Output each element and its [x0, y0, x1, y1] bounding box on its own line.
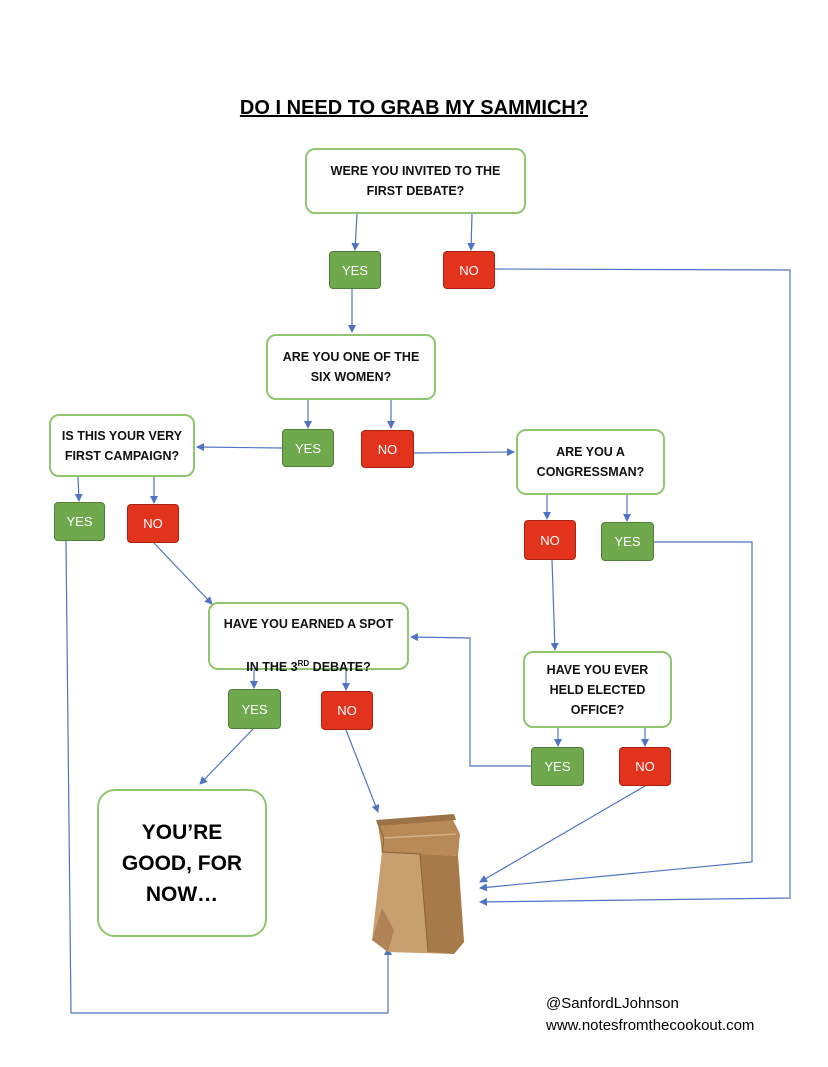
question-first-campaign: IS THIS YOUR VERY FIRST CAMPAIGN?	[49, 414, 195, 477]
arrow-yes2-q3	[196, 443, 283, 452]
yes-box-q5: YES	[228, 689, 281, 729]
question-held-office-text: HAVE YOU EVER HELD ELECTED OFFICE?	[546, 662, 649, 717]
question-third-debate-text: HAVE YOU EARNED A SPOT IN THE 3RD DEBATE…	[224, 594, 393, 677]
question-third-debate-line1: HAVE YOU EARNED A SPOT	[223, 617, 394, 632]
no-box-q5: NO	[321, 691, 373, 730]
arrow-q1-no	[467, 213, 476, 251]
arrow-no5-bag	[345, 729, 380, 813]
outcome-good-for-now: YOU’RE GOOD, FOR NOW…	[97, 789, 267, 937]
no-box-q2: NO	[361, 430, 414, 468]
yes-box-q4: YES	[601, 522, 654, 561]
credits-website: www.notesfromthecookout.com	[546, 1017, 755, 1034]
arrow-no6-bag	[479, 785, 646, 883]
question-third-debate-line2-pre: IN THE 3	[246, 660, 298, 675]
arrow-yes3-bag	[65, 540, 392, 1014]
flowchart-title: DO I NEED TO GRAB MY SAMMICH?	[239, 97, 589, 119]
outcome-text: YOU’RE GOOD, FOR NOW…	[121, 820, 243, 906]
arrow-q1-yes	[351, 213, 360, 251]
question-invited-first-debate-text: WERE YOU INVITED TO THE FIRST DEBATE?	[330, 164, 501, 198]
question-congressman: ARE YOU A CONGRESSMAN?	[516, 429, 665, 495]
question-held-office: HAVE YOU EVER HELD ELECTED OFFICE?	[523, 651, 672, 728]
credits-handle: @SanfordLJohnson	[546, 995, 679, 1012]
arrow-no4-q6	[550, 559, 559, 651]
question-six-women: ARE YOU ONE OF THE SIX WOMEN?	[266, 334, 436, 400]
yes-box-q3: YES	[54, 502, 105, 541]
question-first-campaign-text: IS THIS YOUR VERY FIRST CAMPAIGN?	[61, 428, 183, 463]
yes-box-q2: YES	[282, 429, 334, 467]
credits: @SanfordLJohnson www.notesfromthecookout…	[546, 993, 754, 1037]
arrow-q3-yes	[74, 476, 83, 502]
question-third-debate-line2-post: DEBATE?	[309, 660, 371, 675]
no-box-q6: NO	[619, 747, 671, 786]
arrow-yes5-outcome	[199, 728, 254, 785]
arrow-no1-bag	[479, 268, 791, 906]
no-box-q1: NO	[443, 251, 495, 289]
yes-box-q6: YES	[531, 747, 584, 786]
arrow-no3-q5	[153, 542, 213, 605]
arrow-no2-q4	[413, 448, 515, 457]
yes-box-q1: YES	[329, 251, 381, 289]
no-box-q4: NO	[524, 520, 576, 560]
arrow-yes6-q5	[410, 633, 531, 767]
arrow-yes4-bag	[479, 541, 753, 892]
question-congressman-text: ARE YOU A CONGRESSMAN?	[536, 445, 645, 479]
question-six-women-text: ARE YOU ONE OF THE SIX WOMEN?	[282, 350, 420, 384]
paper-bag-icon	[372, 814, 464, 954]
question-third-debate: HAVE YOU EARNED A SPOT IN THE 3RD DEBATE…	[208, 602, 409, 675]
question-invited-first-debate: WERE YOU INVITED TO THE FIRST DEBATE?	[305, 148, 526, 214]
question-third-debate-superscript: RD	[297, 659, 310, 669]
no-box-q3: NO	[127, 504, 179, 543]
